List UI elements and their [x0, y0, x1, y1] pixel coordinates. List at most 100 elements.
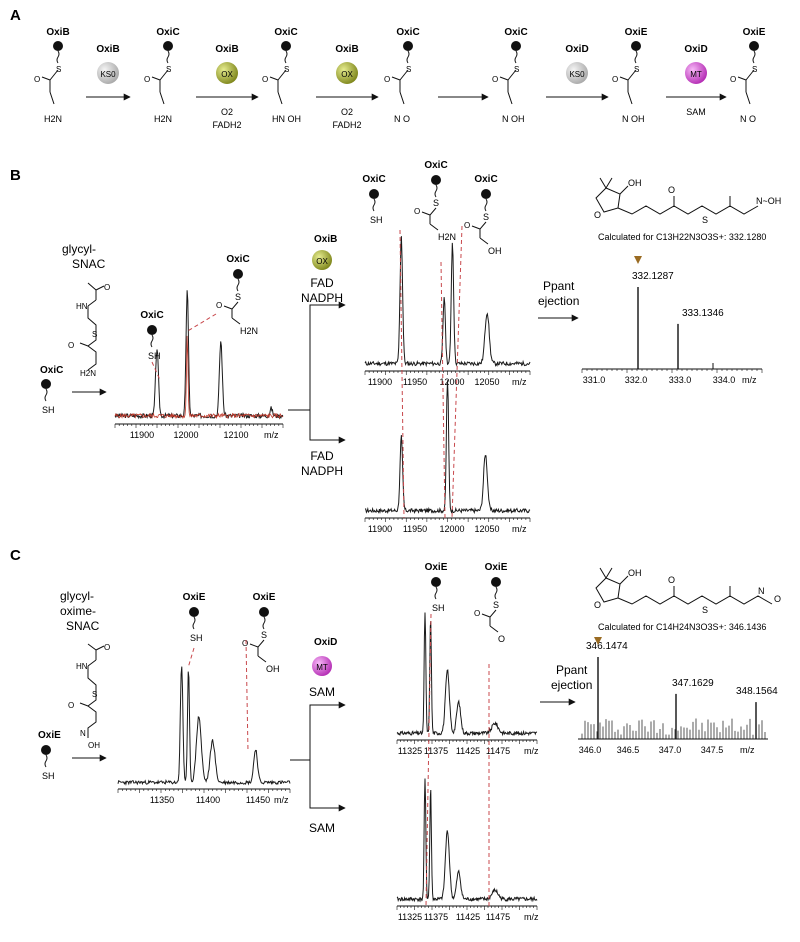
- bond-lines: [269, 69, 287, 105]
- carbonyl-o-label: O: [262, 75, 268, 84]
- sulfur-label: S: [752, 65, 757, 74]
- carrier-ball-icon: [53, 41, 63, 51]
- wavy-linker-icon: [284, 50, 288, 64]
- carbonyl-o-label: O: [242, 639, 248, 648]
- intermediate-domain-label: OxiB: [46, 27, 69, 38]
- ox-badge-label: OX: [316, 257, 328, 266]
- thiol-group-label: SH: [190, 633, 203, 643]
- wavy-linker-icon: [752, 50, 756, 64]
- cofactor-label: FADH2: [212, 120, 241, 130]
- step-enzyme-label: OxiB: [96, 44, 119, 55]
- x-tick-label: 347.0: [659, 745, 682, 755]
- intermediate-domain-label: OxiC: [156, 27, 179, 38]
- x-tick-label: 331.0: [583, 375, 606, 385]
- x-tick-label: 11450: [246, 795, 270, 805]
- carrier-ball-icon: [491, 577, 501, 587]
- x-axis-unit-label: m/z: [742, 375, 757, 385]
- snac-c-atom-o2: O: [68, 701, 74, 710]
- ppant-c-oh: OH: [628, 568, 642, 578]
- x-tick-label: 11425: [456, 912, 480, 922]
- cond-bottom-c: SAM: [309, 821, 335, 835]
- wavy-linker-icon: [44, 754, 48, 768]
- thioester-s-label: S: [235, 292, 241, 302]
- ox-badge-icon: [312, 250, 332, 270]
- thiol-group-label: SH: [148, 351, 161, 361]
- start-group-label: SH: [42, 405, 55, 415]
- carrier-ball-icon: [233, 269, 243, 279]
- ppant-product-structure-b: [595, 177, 759, 215]
- bond-lines: [249, 639, 267, 663]
- bond-lines: [619, 69, 637, 105]
- peak-marker-icon: [594, 637, 602, 645]
- thiol-group-label: SH: [370, 215, 383, 225]
- step-enzyme-label: OxiD: [684, 44, 707, 55]
- x-tick-label: 11950: [403, 377, 427, 387]
- ejection-c-line-2: ejection: [551, 678, 592, 692]
- snac-atom-o2: O: [68, 341, 74, 350]
- carrier-ball-icon: [189, 607, 199, 617]
- ppant-c-n: N: [758, 586, 765, 596]
- x-tick-label: 11950: [403, 524, 427, 534]
- red-guide-line: [185, 313, 217, 333]
- carrier-ball-icon: [259, 607, 269, 617]
- cond-top-c: SAM: [309, 685, 335, 699]
- badge-label: KS0: [569, 70, 585, 79]
- domain-label: OxiC: [140, 310, 163, 321]
- intermediate-domain-label: OxiC: [396, 27, 419, 38]
- sulfur-label: S: [166, 65, 171, 74]
- ppant-b-o2: O: [668, 185, 675, 195]
- snac-atom-o: O: [104, 283, 110, 292]
- x-tick-label: 11475: [486, 746, 510, 756]
- wavy-linker-icon: [634, 50, 638, 64]
- red-guide-line: [245, 639, 249, 753]
- bond-lines: [737, 69, 755, 105]
- start-group-label-c: SH: [42, 771, 55, 781]
- x-tick-label: 11475: [486, 912, 510, 922]
- carbonyl-o-label: O: [464, 221, 470, 230]
- terminal-group-label: OH: [266, 664, 280, 674]
- x-axis-unit-label: m/z: [524, 912, 539, 922]
- ppant-b-o: O: [594, 210, 601, 220]
- thiol-group-label: SH: [432, 603, 445, 613]
- x-tick-label: 11900: [368, 524, 392, 534]
- substrate-c-line-2: oxime-: [60, 604, 96, 618]
- domain-label: OxiE: [425, 562, 448, 573]
- ppant-c-o2: O: [668, 575, 675, 585]
- sulfur-label: S: [634, 65, 639, 74]
- ppant-b-s: S: [702, 215, 708, 225]
- x-axis-unit-label: m/z: [524, 746, 539, 756]
- terminal-group-label: H2N: [44, 114, 62, 124]
- start-domain-label: OxiC: [40, 365, 63, 376]
- panel-a-reaction-steps: OxiBKS0OxiBOXO2FADH2OxiBOXO2FADH2OxiDKS0…: [86, 44, 727, 130]
- intermediate-domain-label: OxiE: [625, 27, 648, 38]
- carrier-ball-icon: [431, 175, 441, 185]
- calc-formula-c: Calculated for C14H24N3O3S+: 346.1436: [598, 622, 766, 632]
- bond-lines: [471, 221, 489, 245]
- calc-formula-b: Calculated for C13H22N3O3S+: 332.1280: [598, 232, 766, 242]
- branch-arrow-top-c: [309, 701, 346, 760]
- x-tick-label: 11325: [398, 912, 422, 922]
- wavy-linker-icon: [236, 278, 240, 292]
- cond-bottom-2: NADPH: [301, 464, 343, 478]
- thioester-s-label: S: [433, 198, 439, 208]
- domain-label: OxiC: [226, 254, 249, 265]
- wavy-linker-icon: [372, 198, 376, 212]
- mt-badge-icon: [312, 656, 332, 676]
- domain-label: OxiE: [485, 562, 508, 573]
- cond-top-1: FAD: [310, 276, 334, 290]
- thioester-s-label: S: [483, 212, 489, 222]
- wavy-linker-icon: [166, 50, 170, 64]
- step-enzyme-label: OxiD: [565, 44, 588, 55]
- substrate-line-2: SNAC: [72, 257, 106, 271]
- wavy-linker-icon: [44, 388, 48, 402]
- x-tick-label: 11400: [196, 795, 220, 805]
- x-tick-label: 12100: [223, 430, 248, 440]
- red-guide-line: [440, 261, 446, 519]
- ms-trace: [364, 236, 531, 368]
